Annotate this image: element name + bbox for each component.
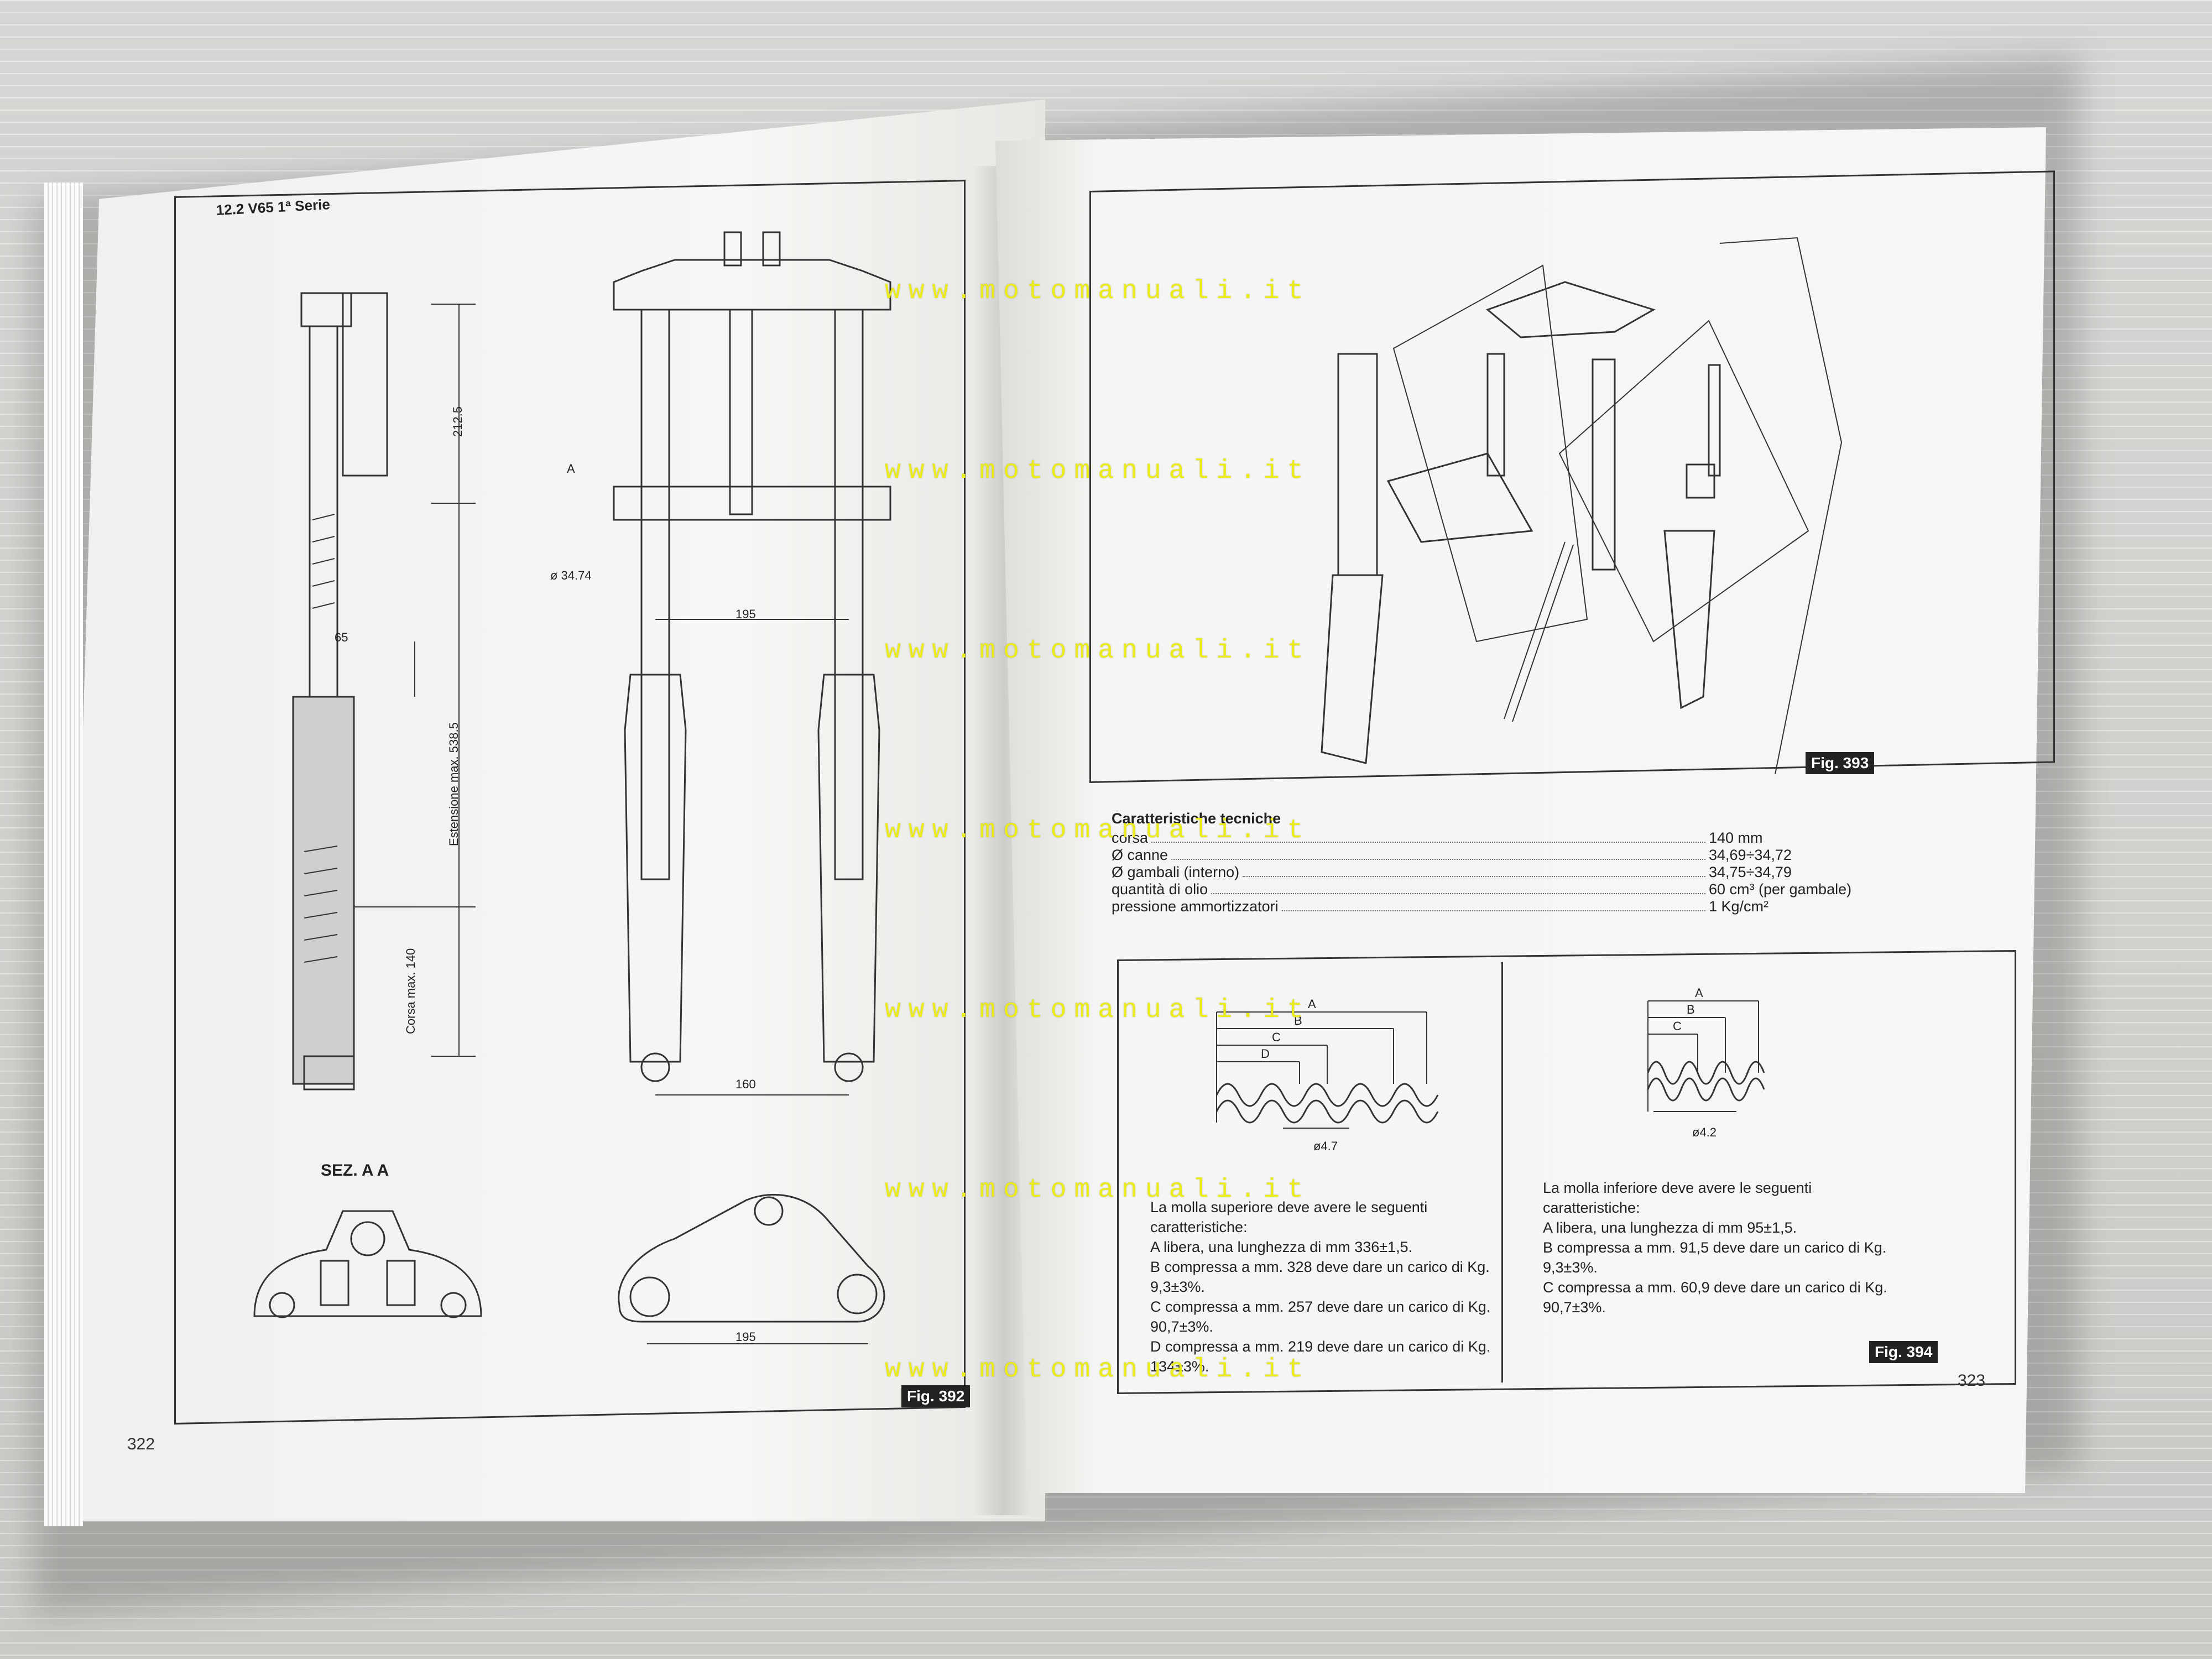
dot-leader	[1281, 910, 1705, 911]
upper-spring-list: A libera, una lunghezza di mm 336±1,5. B…	[1150, 1237, 1510, 1376]
spec-label: quantità di olio	[1112, 881, 1208, 898]
fork-section-drawing	[292, 292, 388, 1091]
watermark: www.motomanuali.it	[885, 1175, 1311, 1205]
spec-value: 1 Kg/cm²	[1709, 898, 1769, 915]
section-label: SEZ. A A	[321, 1161, 389, 1180]
spec-row: Ø canne 34,69÷34,72	[1112, 847, 1880, 864]
watermark: www.motomanuali.it	[885, 995, 1311, 1025]
spec-label: pressione ammortizzatori	[1112, 898, 1279, 915]
watermark: www.motomanuali.it	[885, 276, 1311, 306]
spec-label: Ø gambali (interno)	[1112, 864, 1240, 880]
upper-spring-diameter: ø4.7	[1313, 1139, 1338, 1153]
lower-spring-drawing	[1647, 1000, 1765, 1112]
list-item: C compressa a mm. 60,9 deve dare un cari…	[1543, 1279, 1887, 1316]
list-item: D compressa a mm. 219 deve dare un caric…	[1150, 1338, 1491, 1375]
dim-estensione: Estensione max. 538.5	[447, 722, 461, 846]
spec-value: 34,75÷34,79	[1709, 864, 1792, 880]
lower-spring-list: A libera, una lunghezza di mm 95±1,5. B …	[1543, 1218, 1902, 1317]
list-item: C compressa a mm. 257 deve dare un caric…	[1150, 1298, 1491, 1335]
fork-exploded-drawing	[1321, 237, 1843, 775]
dim-65: 65	[335, 630, 348, 644]
spec-value: 60 cm³ (per gambale)	[1709, 881, 1852, 898]
spec-value: 140 mm	[1709, 830, 1763, 846]
upper-spring-label-c: C	[1272, 1030, 1281, 1044]
dim-212-5: 212.5	[451, 406, 465, 437]
dot-leader	[1243, 876, 1705, 877]
lower-spring-label-b: B	[1687, 1003, 1695, 1016]
list-item: A libera, una lunghezza di mm 336±1,5.	[1150, 1239, 1413, 1255]
lower-spring-diameter: ø4.2	[1692, 1125, 1717, 1139]
fork-front-drawing	[613, 231, 891, 1095]
figure-394-label: Fig. 394	[1869, 1341, 1938, 1363]
dot-leader	[1151, 842, 1705, 843]
list-item: B compressa a mm. 91,5 deve dare un cari…	[1543, 1239, 1887, 1276]
dim-corsa: Corsa max. 140	[404, 948, 418, 1034]
right-page	[995, 127, 2046, 1493]
upper-spring-intro: La molla superiore deve avere le seguent…	[1150, 1199, 1428, 1235]
left-page-number: 322	[127, 1435, 155, 1453]
spec-value: 34,69÷34,72	[1709, 847, 1792, 863]
list-item: B compressa a mm. 328 deve dare un caric…	[1150, 1259, 1490, 1295]
dimension-lines-left	[354, 304, 476, 1057]
figure-392-label: Fig. 392	[901, 1385, 971, 1407]
spec-row: corsa 140 mm	[1112, 830, 1880, 847]
spec-label: Ø canne	[1112, 847, 1168, 863]
upper-spring-description: La molla superiore deve avere le seguent…	[1150, 1197, 1510, 1376]
watermark: www.motomanuali.it	[885, 1355, 1311, 1385]
dim-195-top: 195	[735, 607, 756, 621]
left-page	[59, 100, 1045, 1521]
upper-spring-label-a: A	[1308, 997, 1316, 1011]
spec-row: quantità di olio 60 cm³ (per gambale)	[1112, 881, 1880, 898]
figure-393-label: Fig. 393	[1806, 752, 1875, 774]
list-item: A libera, una lunghezza di mm 95±1,5.	[1543, 1219, 1797, 1236]
page-edges	[44, 182, 83, 1526]
upper-spring-label-b: B	[1294, 1014, 1302, 1027]
dim-diameter-34-74: ø 34.74	[550, 568, 592, 582]
specs-title: Caratteristiche tecniche	[1112, 810, 1281, 827]
dim-195-bottom: 195	[735, 1330, 756, 1344]
dot-leader	[1171, 859, 1705, 860]
lower-crown-section-drawing	[253, 1210, 482, 1318]
spec-row: pressione ammortizzatori 1 Kg/cm²	[1112, 898, 1880, 915]
lower-spring-label-c: C	[1673, 1019, 1682, 1033]
watermark: www.motomanuali.it	[885, 636, 1311, 666]
watermark: www.motomanuali.it	[885, 816, 1311, 846]
section-marker-a: A	[567, 462, 575, 476]
spec-label: corsa	[1112, 830, 1149, 846]
lower-spring-label-a: A	[1695, 986, 1703, 1000]
upper-crown-drawing	[618, 1193, 885, 1344]
right-page-number: 323	[1958, 1371, 1986, 1390]
dot-leader	[1211, 893, 1705, 894]
figure-394-divider	[1501, 962, 1503, 1383]
watermark: www.motomanuali.it	[885, 456, 1311, 486]
upper-spring-drawing	[1215, 1011, 1439, 1129]
technical-specs: Caratteristiche tecniche corsa 140 mm Ø …	[1112, 810, 1880, 915]
lower-spring-description: La molla inferiore deve avere le seguent…	[1543, 1178, 1902, 1317]
dim-160: 160	[735, 1077, 756, 1091]
upper-spring-label-d: D	[1261, 1047, 1270, 1061]
lower-spring-intro: La molla inferiore deve avere le seguent…	[1543, 1180, 1812, 1216]
spec-row: Ø gambali (interno) 34,75÷34,79	[1112, 864, 1880, 881]
